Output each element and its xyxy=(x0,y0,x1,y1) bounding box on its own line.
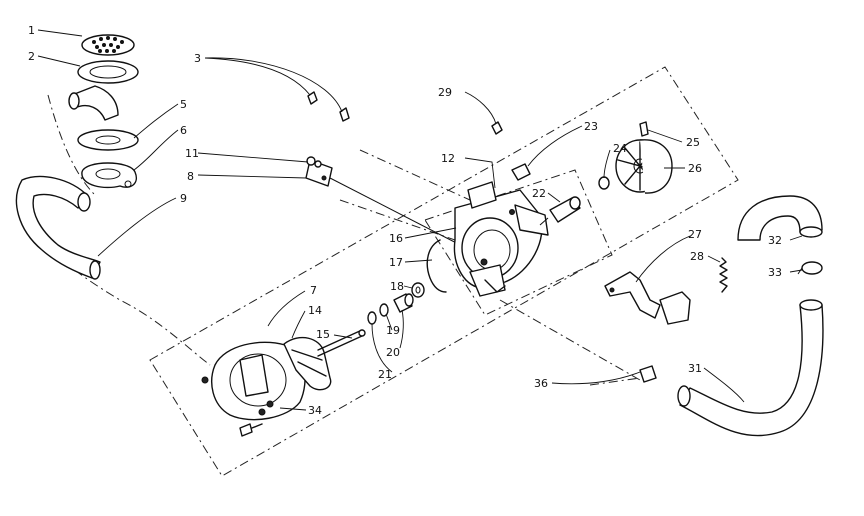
label-25: 25 xyxy=(686,136,700,149)
label-20: 20 xyxy=(386,346,400,359)
label-15: 15 xyxy=(316,328,330,341)
label-5: 5 xyxy=(180,98,187,111)
part-clip-29 xyxy=(491,121,503,135)
part-screw-34 xyxy=(239,423,263,437)
part-pump-cover xyxy=(201,341,306,421)
part-housing xyxy=(453,181,549,297)
part-gasket-5 xyxy=(77,129,139,151)
part-screen xyxy=(81,34,135,56)
part-hose-32 xyxy=(737,195,823,241)
label-22: 22 xyxy=(532,187,546,200)
part-washer-21 xyxy=(367,311,377,325)
label-16: 16 xyxy=(389,232,403,245)
part-tab-23 xyxy=(511,163,531,181)
label-2: 2 xyxy=(28,50,35,63)
label-29: 29 xyxy=(438,86,452,99)
part-impeller-26 xyxy=(615,139,673,194)
part-number-labels: 1 2 3 5 6 11 8 9 29 12 23 24 25 26 22 16… xyxy=(28,24,782,417)
label-6: 6 xyxy=(180,124,187,137)
label-19: 19 xyxy=(386,324,400,337)
label-11: 11 xyxy=(185,147,199,160)
label-9: 9 xyxy=(180,192,187,205)
part-hose-31 xyxy=(677,299,824,437)
label-12: 12 xyxy=(441,152,455,165)
part-seal-18 xyxy=(411,282,425,298)
label-34: 34 xyxy=(308,404,322,417)
part-flange-elbow xyxy=(68,60,139,121)
part-impeller-14 xyxy=(283,336,332,391)
part-fitting-36 xyxy=(639,365,657,383)
part-washer-24 xyxy=(598,176,610,190)
label-7: 7 xyxy=(310,284,317,297)
label-26: 26 xyxy=(688,162,702,175)
label-27: 27 xyxy=(688,228,702,241)
label-3: 3 xyxy=(194,52,201,65)
label-18: 18 xyxy=(390,280,404,293)
label-23: 23 xyxy=(584,120,598,133)
label-33: 33 xyxy=(768,266,782,279)
part-spring-28 xyxy=(719,257,728,293)
label-8: 8 xyxy=(187,170,194,183)
part-shaft-15 xyxy=(317,329,366,357)
part-clamp-33 xyxy=(797,261,823,275)
label-21: 21 xyxy=(378,368,392,381)
label-31: 31 xyxy=(688,362,702,375)
part-gasket-6 xyxy=(81,162,137,189)
label-1: 1 xyxy=(28,24,35,37)
part-screw-25 xyxy=(639,121,649,137)
label-32: 32 xyxy=(768,234,782,247)
part-bushing-20 xyxy=(393,293,414,313)
label-28: 28 xyxy=(690,250,704,263)
label-17: 17 xyxy=(389,256,403,269)
label-14: 14 xyxy=(308,304,322,317)
part-clips-3 xyxy=(307,91,350,122)
part-washer-19 xyxy=(379,303,389,317)
part-bracket-8 xyxy=(305,159,471,251)
leader-lines xyxy=(37,29,803,411)
part-nut-11 xyxy=(306,156,322,168)
part-hose-9 xyxy=(15,175,101,280)
label-36: 36 xyxy=(534,377,548,390)
part-lever-27 xyxy=(604,271,691,325)
part-pin-22 xyxy=(539,196,581,226)
label-24: 24 xyxy=(613,142,627,155)
part-wire-17 xyxy=(426,239,447,293)
